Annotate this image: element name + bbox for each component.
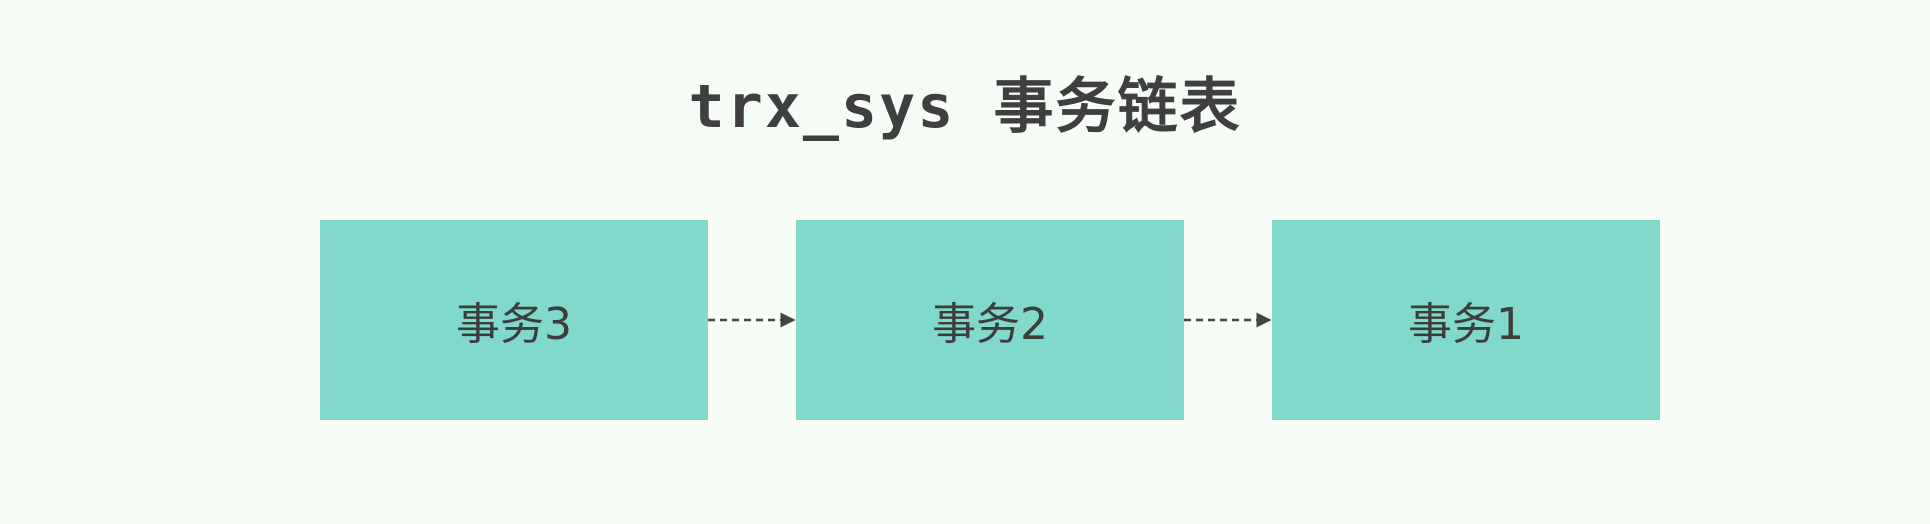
transaction-node-3: 事务3 xyxy=(320,220,708,420)
transaction-node-label: 事务3 xyxy=(456,299,572,350)
diagram-title: trx_sys 事务链表 xyxy=(688,72,1242,142)
transaction-node-label: 事务1 xyxy=(1408,299,1524,350)
transaction-node-label: 事务2 xyxy=(932,299,1048,350)
transaction-node-1: 事务1 xyxy=(1272,220,1660,420)
transaction-node-2: 事务2 xyxy=(796,220,1184,420)
